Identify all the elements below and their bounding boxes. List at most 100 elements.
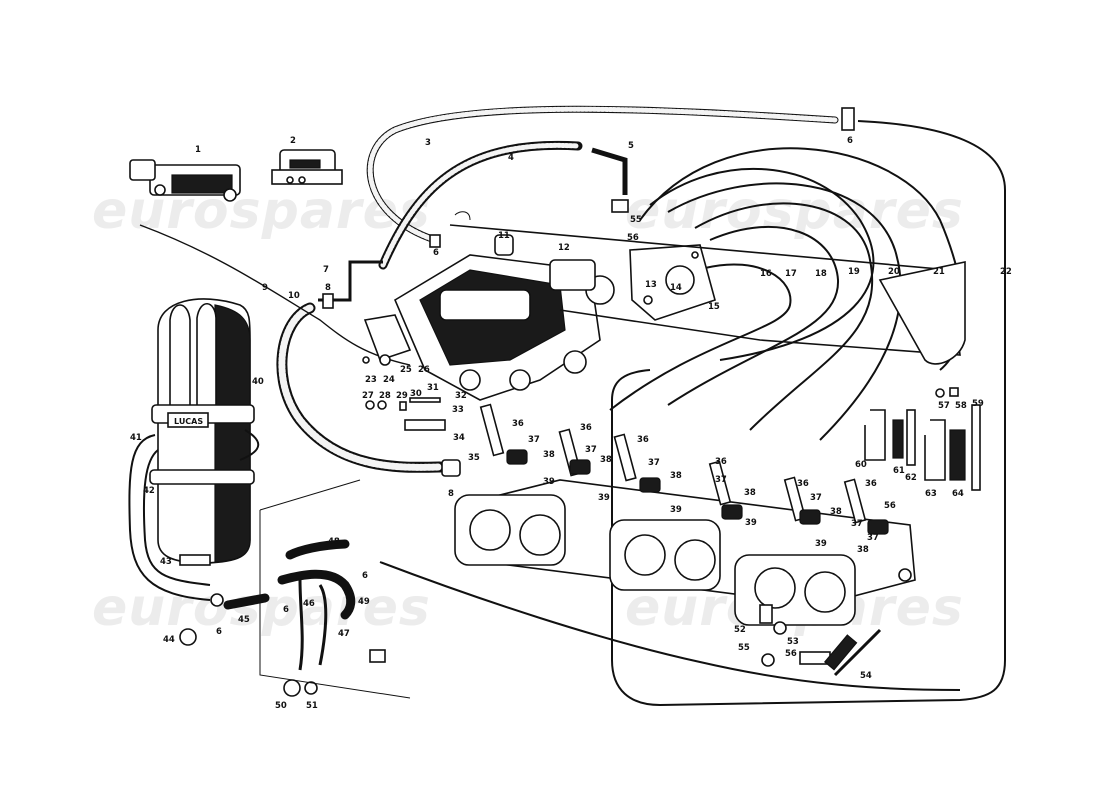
callout-36-f: 36 xyxy=(865,479,877,489)
callout-3: 3 xyxy=(425,138,431,148)
injectors xyxy=(479,403,889,535)
callout-39-e: 39 xyxy=(815,539,827,549)
callout-37-f: 37 xyxy=(851,519,863,529)
callout-60: 60 xyxy=(855,460,867,470)
callout-43: 43 xyxy=(160,557,172,567)
callout-36-a: 36 xyxy=(512,419,524,429)
callout-56-top: 56 xyxy=(627,233,639,243)
callout-4: 4 xyxy=(508,153,514,163)
callout-50: 50 xyxy=(275,701,287,711)
callout-19: 19 xyxy=(848,267,860,277)
fuel-pump-1 xyxy=(129,159,241,202)
callout-7: 7 xyxy=(323,265,329,275)
callout-23: 23 xyxy=(365,375,377,385)
callout-38-b: 38 xyxy=(600,455,612,465)
callout-10: 10 xyxy=(288,291,300,301)
callout-33: 33 xyxy=(452,405,464,415)
callout-38-a: 38 xyxy=(543,450,555,460)
watermark-top-right: eurospares xyxy=(625,181,964,241)
callout-20: 20 xyxy=(888,267,900,277)
callout-58: 58 xyxy=(955,401,967,411)
callout-6-mid: 6 xyxy=(433,248,439,258)
callout-25: 25 xyxy=(400,365,412,375)
fuel-fittings xyxy=(759,604,882,677)
callout-32: 32 xyxy=(455,391,467,401)
callout-63: 63 xyxy=(925,489,937,499)
callout-61: 61 xyxy=(893,466,905,476)
callout-6-low-c: 6 xyxy=(216,627,222,637)
callout-46: 46 xyxy=(303,599,315,609)
callout-56-right: 56 xyxy=(884,501,896,511)
callout-53: 53 xyxy=(787,637,799,647)
pipe-42-b xyxy=(239,429,260,461)
callout-31: 31 xyxy=(427,383,439,393)
relay-2 xyxy=(271,149,343,185)
watermark-bottom-left: eurospares xyxy=(92,578,431,638)
callout-15: 15 xyxy=(708,302,720,312)
callout-62: 62 xyxy=(905,473,917,483)
callout-39-b: 39 xyxy=(598,493,610,503)
filter-brand-plate: LUCAS xyxy=(174,417,203,426)
callout-37-e: 37 xyxy=(810,493,822,503)
callout-38-d: 38 xyxy=(744,488,756,498)
callout-6-low-b: 6 xyxy=(283,605,289,615)
callout-13: 13 xyxy=(645,280,657,290)
callout-45: 45 xyxy=(238,615,250,625)
fuel-filter-40: LUCAS xyxy=(149,298,255,566)
callout-39-d: 39 xyxy=(745,518,757,528)
callout-35: 35 xyxy=(468,453,480,463)
callout-26: 26 xyxy=(418,365,430,375)
callout-48: 48 xyxy=(328,537,340,547)
callout-37-d: 37 xyxy=(715,475,727,485)
callout-36-c: 36 xyxy=(637,435,649,445)
pipe-7 xyxy=(318,260,383,302)
callout-51: 51 xyxy=(306,701,318,711)
callout-49: 49 xyxy=(358,597,370,607)
throttle-body-2 xyxy=(609,519,721,591)
callout-21: 21 xyxy=(933,267,945,277)
callout-29: 29 xyxy=(396,391,408,401)
callout-39-a: 39 xyxy=(543,477,555,487)
callout-52: 52 xyxy=(734,625,746,635)
fuel-pipe-return xyxy=(379,561,961,691)
callout-8-top: 8 xyxy=(325,283,331,293)
overflow-hose-3-texture xyxy=(367,106,838,243)
callout-44: 44 xyxy=(163,635,175,645)
callout-14: 14 xyxy=(670,283,682,293)
inlet-manifold xyxy=(454,479,916,626)
callout-37-b: 37 xyxy=(585,445,597,455)
callout-37-a: 37 xyxy=(528,435,540,445)
callout-27: 27 xyxy=(362,391,374,401)
callout-6-low-a: 6 xyxy=(362,571,368,581)
callout-28: 28 xyxy=(379,391,391,401)
callout-57: 57 xyxy=(938,401,950,411)
callout-11: 11 xyxy=(498,231,510,241)
callout-56-low: 56 xyxy=(785,649,797,659)
pipe-41-43 xyxy=(128,434,211,601)
callout-39-c: 39 xyxy=(670,505,682,515)
wire-9 xyxy=(139,224,411,366)
hose-4-texture xyxy=(380,142,581,268)
callout-38-f: 38 xyxy=(857,545,869,555)
callout-labels: 1 2 3 4 5 6 6 6 6 6 7 8 8 9 10 11 12 13 … xyxy=(130,136,1012,711)
pipe-42 xyxy=(142,449,211,586)
misc-small-parts xyxy=(322,107,855,477)
callout-9: 9 xyxy=(262,283,268,293)
fuel-connection-group xyxy=(179,479,411,699)
callout-22: 22 xyxy=(1000,267,1012,277)
callout-6-top: 6 xyxy=(847,136,853,146)
callout-24: 24 xyxy=(383,375,395,385)
throttle-body-1 xyxy=(454,494,566,566)
callout-5: 5 xyxy=(628,141,634,151)
callout-18: 18 xyxy=(815,269,827,279)
callout-37-g: 37 xyxy=(867,533,879,543)
callout-38-c: 38 xyxy=(670,471,682,481)
callout-47: 47 xyxy=(338,629,350,639)
callout-40: 40 xyxy=(252,377,264,387)
hose-10-texture xyxy=(278,304,444,471)
callout-36-e: 36 xyxy=(797,479,809,489)
callout-38-e: 38 xyxy=(830,507,842,517)
callout-41: 41 xyxy=(130,433,142,443)
callout-30: 30 xyxy=(410,389,422,399)
